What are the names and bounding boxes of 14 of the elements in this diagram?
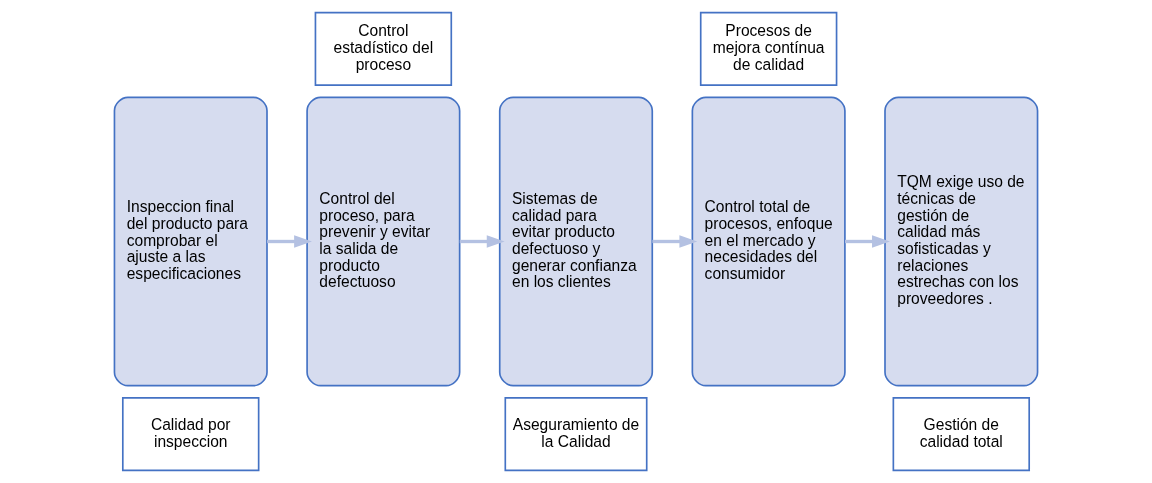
- arrow: [845, 235, 890, 248]
- node-box: Control del proceso, para prevenir y evitar la salida de producto defectuoso: [306, 96, 461, 387]
- node-box: Calidad por inspeccion: [121, 397, 260, 472]
- arrow: [459, 235, 505, 248]
- node-box: Inspeccion final del producto para comprobar el ajuste a las especificaciones: [113, 96, 268, 387]
- node-box: Aseguramiento de la Calidad: [504, 397, 648, 472]
- node-box: Control estadístico del proceso: [314, 11, 453, 86]
- node-box: Gestión de calidad total: [892, 397, 1031, 472]
- arrow: [652, 235, 698, 248]
- arrow: [267, 235, 312, 248]
- node-box: Sistemas de calidad para evitar producto defectuoso y generar confianza en los clientes: [498, 96, 654, 387]
- node-box: Control total de procesos, enfoque en el mercado y necesidades del consumidor: [691, 96, 846, 387]
- node-box: TQM exige uso de técnicas de gestión de calidad más sofisticadas y relaciones estrechas con los proveedores .: [884, 96, 1039, 387]
- node-box: Procesos de mejora contínua de calidad: [699, 11, 838, 86]
